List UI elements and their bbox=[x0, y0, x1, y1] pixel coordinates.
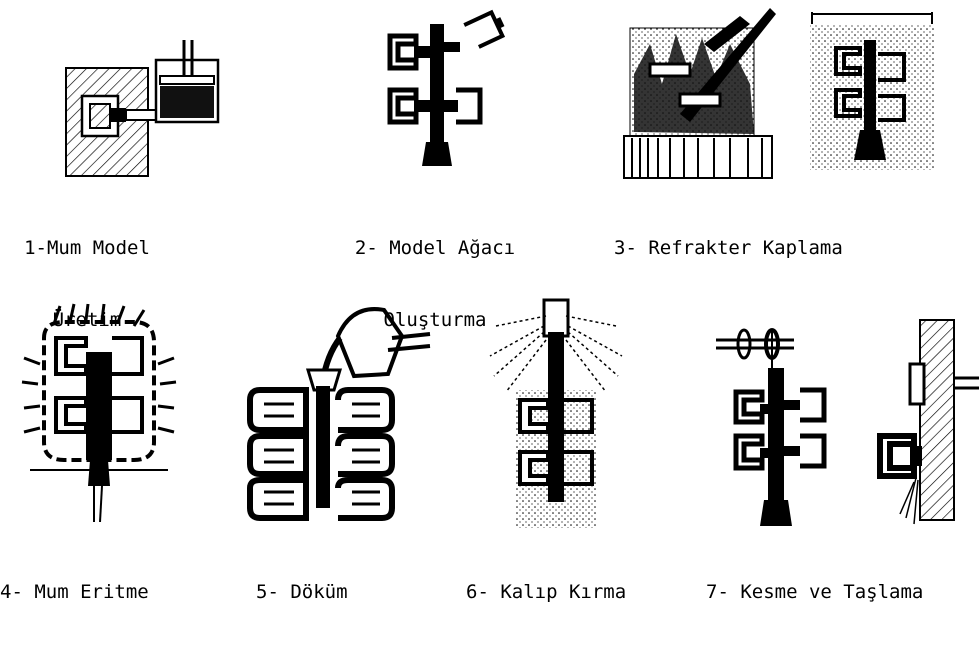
step-6-caption: 6- Kalıp Kırma bbox=[466, 532, 666, 652]
grinding-illustration bbox=[860, 318, 979, 530]
step-7-line1: 7- Kesme ve Taşlama bbox=[706, 580, 979, 604]
step-7-caption: 7- Kesme ve Taşlama bbox=[706, 532, 979, 652]
stucco-coating-illustration bbox=[800, 10, 940, 170]
investment-casting-process-diagram: 1-Mum Model Üretim 2- Model Ağacı Oluştu… bbox=[0, 0, 979, 557]
step-3-line1: 3- Refrakter Kaplama bbox=[614, 236, 914, 260]
step-2-caption: 2- Model Ağacı Oluşturma bbox=[330, 188, 540, 380]
step-1-line2: Üretim bbox=[2, 308, 172, 332]
wax-injection-illustration bbox=[60, 38, 232, 178]
step-1-caption: 1-Mum Model Üretim bbox=[2, 188, 172, 380]
cut-off-illustration bbox=[714, 320, 844, 530]
step-4-line1: 4- Mum Eritme bbox=[0, 580, 200, 604]
step-5-caption: 5- Döküm bbox=[256, 532, 396, 652]
slurry-dipping-illustration bbox=[620, 4, 780, 178]
step-2-line1: 2- Model Ağacı bbox=[330, 236, 540, 260]
step-5-line1: 5- Döküm bbox=[256, 580, 396, 604]
wax-tree-illustration bbox=[386, 14, 506, 174]
step-3-caption: 3- Refrakter Kaplama bbox=[614, 188, 914, 308]
step-1-line1: 1-Mum Model bbox=[2, 236, 172, 260]
step-6-line1: 6- Kalıp Kırma bbox=[466, 580, 666, 604]
step-2-line2: Oluşturma bbox=[330, 308, 540, 332]
step-4-caption: 4- Mum Eritme bbox=[0, 532, 200, 652]
